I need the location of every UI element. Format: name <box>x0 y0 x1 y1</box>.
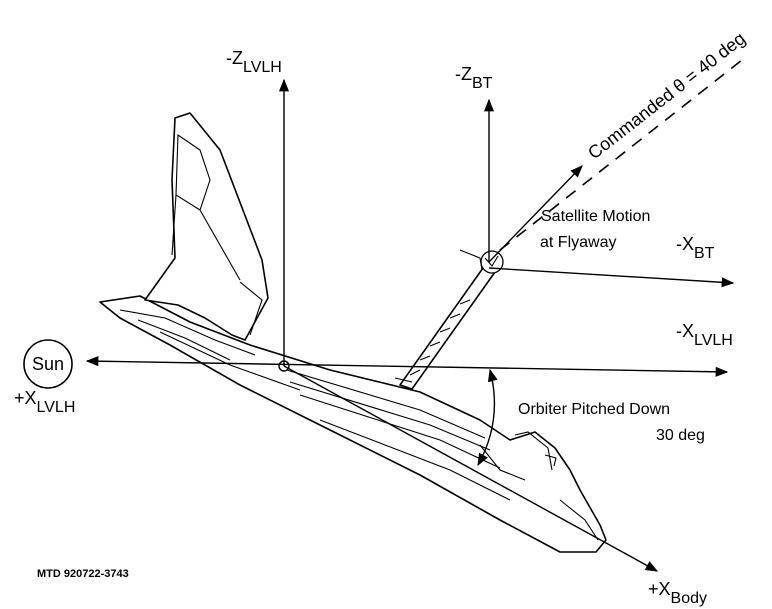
satellite-motion-label-line1: Satellite Motion <box>541 208 650 225</box>
figure-id-label: MTD 920722-3743 <box>37 568 129 580</box>
commanded-theta-dashed-line <box>499 59 743 251</box>
x-bt-label: -XBT <box>676 234 715 262</box>
z-lvlh-label: -ZLVLH <box>226 48 282 76</box>
orbiter-shuttle <box>99 112 607 553</box>
x-lvlh-axis <box>85 356 729 377</box>
x-body-label: +XBody <box>648 579 707 607</box>
orbiter-pitched-label-line1: Orbiter Pitched Down <box>518 401 670 418</box>
x-bt-axis <box>488 267 735 288</box>
sun-symbol <box>23 339 73 389</box>
commanded-theta-label: Commanded θ = 40 deg <box>584 28 749 163</box>
pitch-angle-arc <box>477 368 498 467</box>
z-bt-label: -ZBT <box>455 64 493 92</box>
sun-label: Sun <box>32 354 64 374</box>
x-body-axis <box>283 365 659 572</box>
x-lvlh-pos-label: +XLVLH <box>14 388 75 416</box>
x-lvlh-neg-label: -XLVLH <box>676 321 733 349</box>
satellite-motion-label-line2: at Flyaway <box>540 234 616 251</box>
orbiter-pitched-label-line2: 30 deg <box>656 427 705 444</box>
